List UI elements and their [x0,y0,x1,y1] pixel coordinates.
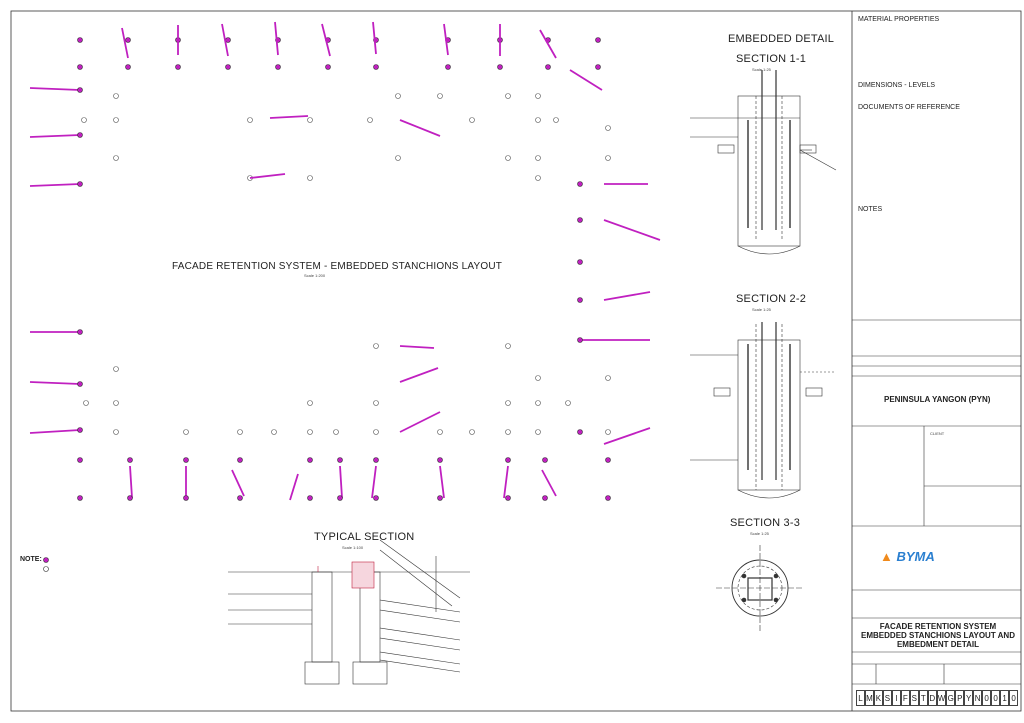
stanchion-col-right [577,181,661,303]
layout-plan-top [29,21,661,303]
typical-section-drawing [228,539,470,685]
interior-columns [81,93,611,181]
embedded-detail-title: EMBEDDED DETAIL [728,33,835,45]
dimensions-levels-heading: DIMENSIONS - LEVELS [858,82,936,89]
stanchion-col-left [29,87,83,187]
drawing-code-char: S [882,690,892,706]
layout-title: FACADE RETENTION SYSTEM - EMBEDDED STANC… [172,261,503,272]
section-2-title: SECTION 2-2 [736,293,807,305]
drawing-code-char: L [856,690,865,706]
drawing-code-char: 0 [982,690,992,706]
drawing-code-char: W [936,690,947,706]
section-1-scale: Scale 1:25 [752,67,771,72]
documents-reference-heading: DOCUMENTS OF REFERENCE [858,104,960,111]
drawing-code-char: 0 [1009,690,1019,706]
drawing-code-char: F [900,690,910,706]
layout-scale: Scale 1:200 [304,273,326,278]
drawing-code-char: Y [964,690,974,706]
byma-logo: ▲ BYMA [880,549,935,564]
project-name: PENINSULA YANGON (PYN) [884,395,991,404]
typical-section-scale: Scale 1:100 [342,545,364,550]
client-label: CLIENT [930,431,945,436]
layout-plan-bottom [29,329,651,501]
section-3-3-drawing [716,545,804,632]
note-legend-symbols [43,557,49,572]
interior-columns-b [83,343,611,435]
drawing-code-char: K [873,690,883,706]
drawing-code-char: T [918,690,928,706]
drawing-code-char: 1 [1000,690,1010,706]
drawing-code-char: D [927,690,937,706]
material-properties-heading: MATERIAL PROPERTIES [858,16,940,23]
stanchion-col-left-b [29,329,83,434]
notes-heading: NOTES [858,206,883,213]
section-2-scale: Scale 1:25 [752,307,771,312]
stanchion-row-top [77,21,601,70]
section-1-title: SECTION 1-1 [736,53,807,65]
typical-section-title: TYPICAL SECTION [314,531,415,543]
drawing-code-char: S [909,690,919,706]
drawing-title: FACADE RETENTION SYSTEM EMBEDDED STANCHI… [861,622,1015,650]
titleblock-lines [852,319,1021,685]
drawing-code-char: I [891,690,901,706]
logo-triangle-icon: ▲ [880,549,893,564]
drawing-code-char: M [864,690,874,706]
drawing-code-char: N [973,690,983,706]
stanchion-row-bottom [77,457,611,501]
sheet-border [10,10,1022,712]
section-3-title: SECTION 3-3 [730,517,801,529]
drawing-code-char: G [946,690,956,706]
section-1-1-drawing [690,70,837,255]
drawing-code-char: P [955,690,965,706]
note-label: NOTE: [20,556,42,563]
drawing-code-char: 0 [991,690,1001,706]
section-2-2-drawing [690,322,836,499]
section-3-scale: Scale 1:25 [750,531,769,536]
